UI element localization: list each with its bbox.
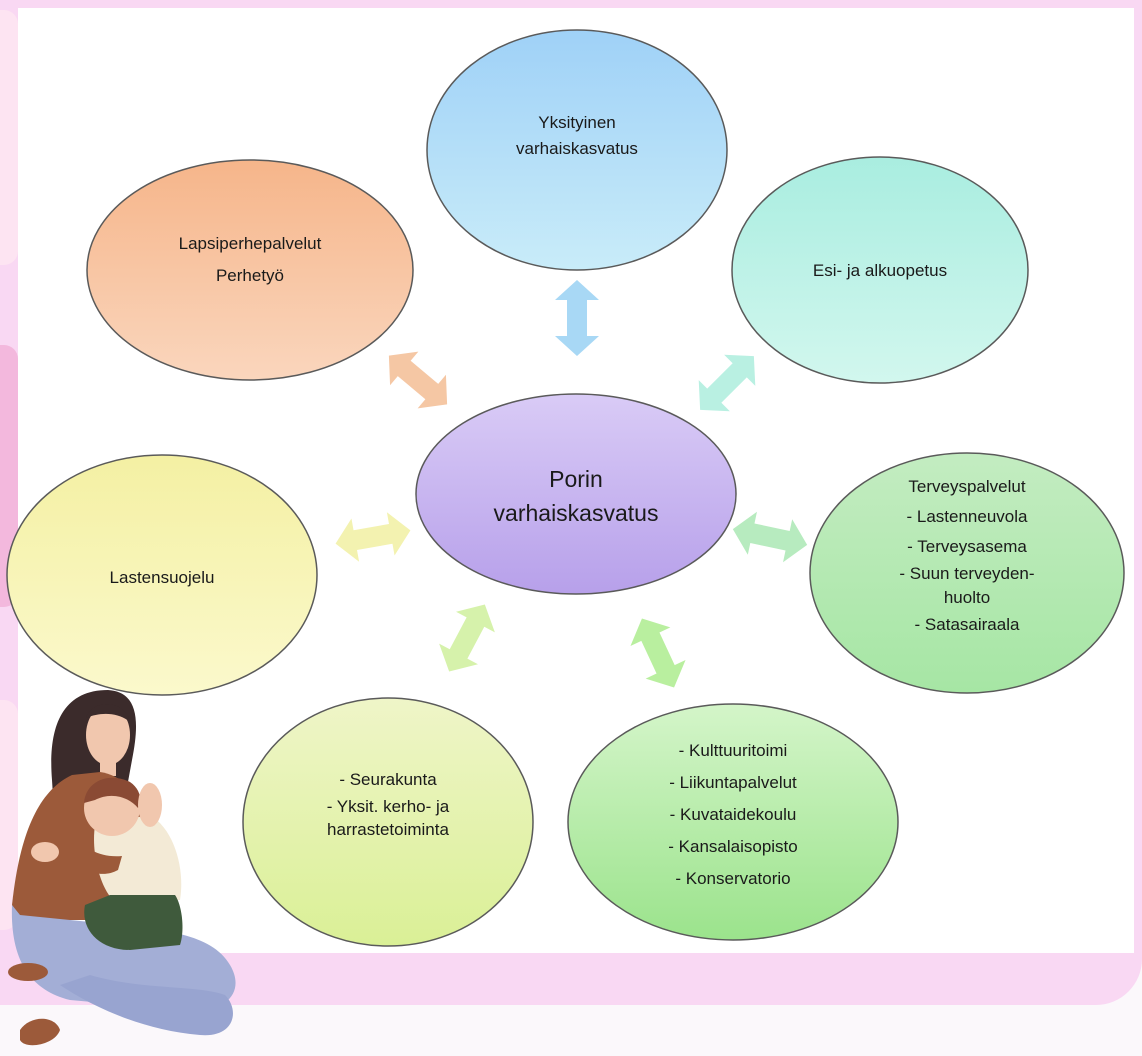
arrow-center-left bbox=[331, 508, 415, 566]
node-bottom-left-line-3: harrastetoiminta bbox=[327, 820, 449, 839]
node-right-ellipse bbox=[809, 452, 1125, 694]
node-right-line-6: - Satasairaala bbox=[914, 615, 1020, 634]
node-bottom-right-ellipse bbox=[567, 703, 899, 941]
node-right-line-4: - Suun terveyden- bbox=[899, 564, 1035, 583]
node-center-line-2: varhaiskasvatus bbox=[493, 500, 659, 526]
node-top-right-line-1: Esi- ja alkuopetus bbox=[812, 261, 948, 280]
node-bottom-left-line-1: - Seurakunta bbox=[339, 770, 437, 789]
node-right-label: Terveyspalvelut - Lastenneuvola - Tervey… bbox=[857, 472, 1077, 640]
arrow-center-top-right bbox=[684, 340, 770, 426]
node-bottom-right-line-5: - Konservatorio bbox=[675, 869, 791, 888]
arrow-center-top bbox=[555, 280, 599, 356]
mother-hugging-child-illustration bbox=[8, 690, 236, 1046]
node-bottom-right-line-3: - Kuvataidekoulu bbox=[669, 805, 797, 824]
node-bottom-left-ellipse bbox=[242, 697, 534, 947]
arrow-center-bottom-right bbox=[622, 609, 694, 697]
node-right-line-3: - Terveysasema bbox=[907, 537, 1027, 556]
arrow-center-bottom-left bbox=[429, 594, 505, 682]
node-bottom-left-label: - Seurakunta - Yksit. kerho- ja harraste… bbox=[278, 765, 498, 841]
node-top-left-label: Lapsiperhepalvelut Perhetyö bbox=[140, 228, 360, 292]
node-top-ellipse bbox=[426, 29, 728, 271]
node-right-line-2: - Lastenneuvola bbox=[906, 507, 1028, 526]
node-top-line-1: Yksityinen bbox=[538, 113, 616, 132]
node-bottom-right-label: - Kulttuuritoimi - Liikuntapalvelut - Ku… bbox=[623, 735, 843, 895]
node-left-ellipse bbox=[6, 454, 318, 696]
node-top-line-2: varhaiskasvatus bbox=[516, 139, 638, 158]
node-center-label: Porin varhaiskasvatus bbox=[456, 462, 696, 530]
node-bottom-right-line-1: - Kulttuuritoimi bbox=[678, 741, 788, 760]
node-top-left-ellipse bbox=[86, 159, 414, 381]
arrow-center-top-left bbox=[374, 338, 462, 422]
node-bottom-right-line-2: - Liikuntapalvelut bbox=[669, 773, 797, 792]
node-center-ellipse bbox=[415, 393, 737, 595]
side-tab-top bbox=[0, 10, 18, 265]
node-center-line-1: Porin bbox=[549, 466, 603, 492]
node-top-left-line-1: Lapsiperhepalvelut bbox=[178, 234, 322, 253]
node-bottom-right-line-4: - Kansalaisopisto bbox=[668, 837, 798, 856]
side-tab-bottom bbox=[0, 700, 18, 930]
node-left-line-1: Lastensuojelu bbox=[109, 568, 215, 587]
node-right-line-1: Terveyspalvelut bbox=[908, 477, 1026, 496]
node-left-label: Lastensuojelu bbox=[62, 565, 262, 591]
arrow-center-right bbox=[728, 507, 812, 567]
node-top-left-line-2: Perhetyö bbox=[215, 266, 285, 285]
node-bottom-left-line-2: - Yksit. kerho- ja bbox=[326, 797, 450, 816]
node-right-line-5: huolto bbox=[943, 588, 991, 607]
node-top-right-label: Esi- ja alkuopetus bbox=[770, 258, 990, 284]
node-top-right-ellipse bbox=[731, 156, 1029, 384]
node-top-label: Yksityinen varhaiskasvatus bbox=[477, 110, 677, 162]
